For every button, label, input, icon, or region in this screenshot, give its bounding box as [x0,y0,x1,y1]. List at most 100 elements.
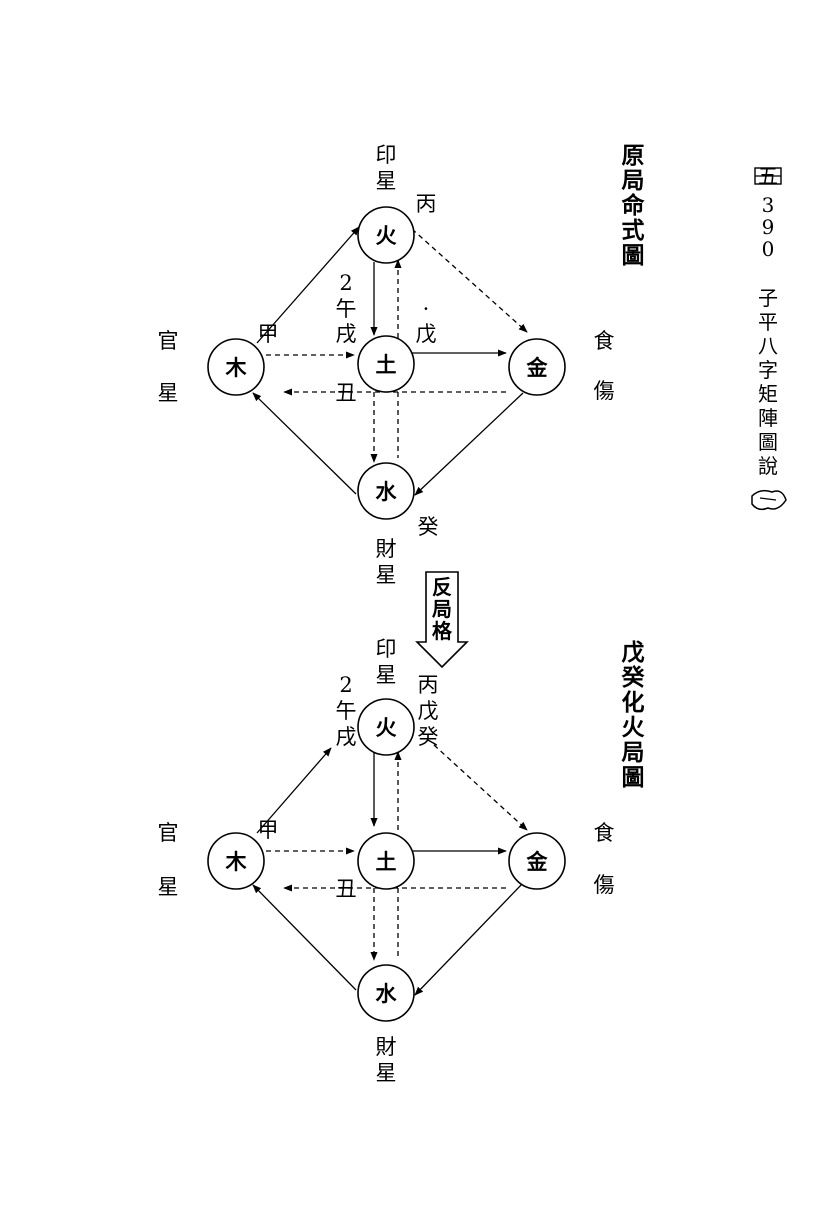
edge-fire-to-metal [433,744,528,831]
svg-text:星: 星 [376,663,397,687]
transform-arrow: 反 局 格 [415,571,469,669]
svg-text:傷: 傷 [594,379,615,403]
book-title-char: 八 [758,334,778,358]
edge-fire-to-metal [411,228,528,333]
page-number-char: 9 [762,215,775,239]
svg-text:五: 五 [758,164,778,188]
svg-text:傷: 傷 [594,873,615,897]
svg-text:印: 印 [376,637,397,661]
svg-text:星: 星 [158,381,179,405]
stem-wood: 甲 [258,322,279,346]
node-metal: 金 [508,338,566,396]
book-title-char: 圖 [758,430,778,454]
svg-text:戌: 戌 [336,322,357,346]
edge-metal-to-water [414,392,524,496]
svg-text:星: 星 [376,1061,397,1085]
svg-text:財: 財 [376,1035,397,1059]
svg-text:星: 星 [158,875,179,899]
node-earth: 土 [357,832,415,890]
svg-text:木: 木 [225,356,248,380]
arrow-label-char: 反 [432,575,452,599]
page-mark-icon: 五 [754,164,782,188]
node-water: 水 [357,964,415,1022]
node-fire: 火 [357,698,415,756]
book-title-char: 說 [758,454,778,478]
node-metal: 金 [508,832,566,890]
svg-text:2: 2 [339,673,352,697]
arrow-label-char: 格 [432,619,453,643]
label-shi-shang: 食 傷 [594,329,615,403]
label-yin-star: 印 星 [376,637,397,687]
svg-text:官: 官 [158,329,179,353]
stem-fire-right: 丙 戊 癸 [418,673,439,749]
edge-water-to-wood [252,884,357,991]
svg-text:土: 土 [376,353,397,377]
node-fire: 火 [357,206,415,264]
title-char: 火 [622,715,645,741]
svg-text:丙: 丙 [418,673,439,697]
book-ornament-icon [751,489,787,511]
stem-earth-right: · 戊 [416,297,437,346]
diagram-title: 戊 癸 化 火 局 圖 [621,640,646,791]
book-title-char: 平 [758,310,778,334]
svg-text:官: 官 [158,821,179,845]
svg-text:午: 午 [336,699,357,723]
svg-text:午: 午 [336,297,357,321]
label-yin-star: 印 星 [376,143,397,193]
stem-earth-left: 2 午 戌 [336,271,357,346]
edge-wood-to-fire [256,747,332,834]
svg-text:2: 2 [339,271,352,295]
arrow-label-char: 局 [431,597,452,621]
stem-earth-below: 丑 [336,877,357,901]
book-title: 子 平 八 字 矩 陣 圖 說 [758,286,778,478]
title-char: 化 [622,689,645,716]
label-guan-star: 官 星 [158,821,179,899]
svg-text:食: 食 [594,821,615,845]
title-char: 戊 [622,640,645,666]
svg-text:食: 食 [594,329,615,353]
title-char: 局 [622,168,645,194]
edge-wood-to-fire [256,226,360,344]
label-guan-star: 官 星 [158,329,179,405]
svg-text:水: 水 [376,982,398,1006]
svg-text:印: 印 [376,143,397,167]
node-wood: 木 [207,338,265,396]
title-char: 式 [622,218,645,244]
diagram-original: 原 局 命 式 圖 火 木 土 金 [158,143,646,587]
svg-text:土: 土 [376,850,397,874]
stem-earth-below: 丑 [336,381,357,405]
stem-wood: 甲 [258,818,279,842]
label-cai-star: 財 星 [376,537,397,587]
svg-text:金: 金 [526,850,549,874]
title-char: 局 [622,740,645,766]
svg-text:星: 星 [376,169,397,193]
svg-text:木: 木 [225,850,248,874]
title-char: 原 [622,143,645,169]
node-earth: 土 [357,335,415,393]
book-title-char: 矩 [758,382,778,406]
edge-water-to-wood [252,392,357,495]
svg-text:水: 水 [376,480,398,504]
page-number: 3 9 0 [762,193,775,261]
diagram-transformed: 戊 癸 化 火 局 圖 火 木 土 [158,637,646,1085]
svg-text:癸: 癸 [418,725,439,749]
svg-text:火: 火 [376,224,397,248]
edge-metal-to-water [414,882,524,996]
svg-text:戌: 戌 [336,725,357,749]
book-title-char: 子 [758,286,778,310]
stem-water: 癸 [418,515,439,539]
stem-fire-left: 2 午 戌 [336,673,357,749]
node-wood: 木 [207,832,265,890]
label-shi-shang: 食 傷 [594,821,615,897]
svg-text:戊: 戊 [416,322,437,346]
title-char: 圖 [622,765,645,791]
svg-text:火: 火 [376,716,397,740]
svg-text:財: 財 [376,537,397,561]
diagram-title: 原 局 命 式 圖 [622,143,646,269]
title-char: 癸 [621,664,646,691]
title-char: 圖 [622,243,645,269]
book-title-char: 陣 [758,406,778,430]
book-title-char: 字 [758,358,778,382]
node-water: 水 [357,462,415,520]
